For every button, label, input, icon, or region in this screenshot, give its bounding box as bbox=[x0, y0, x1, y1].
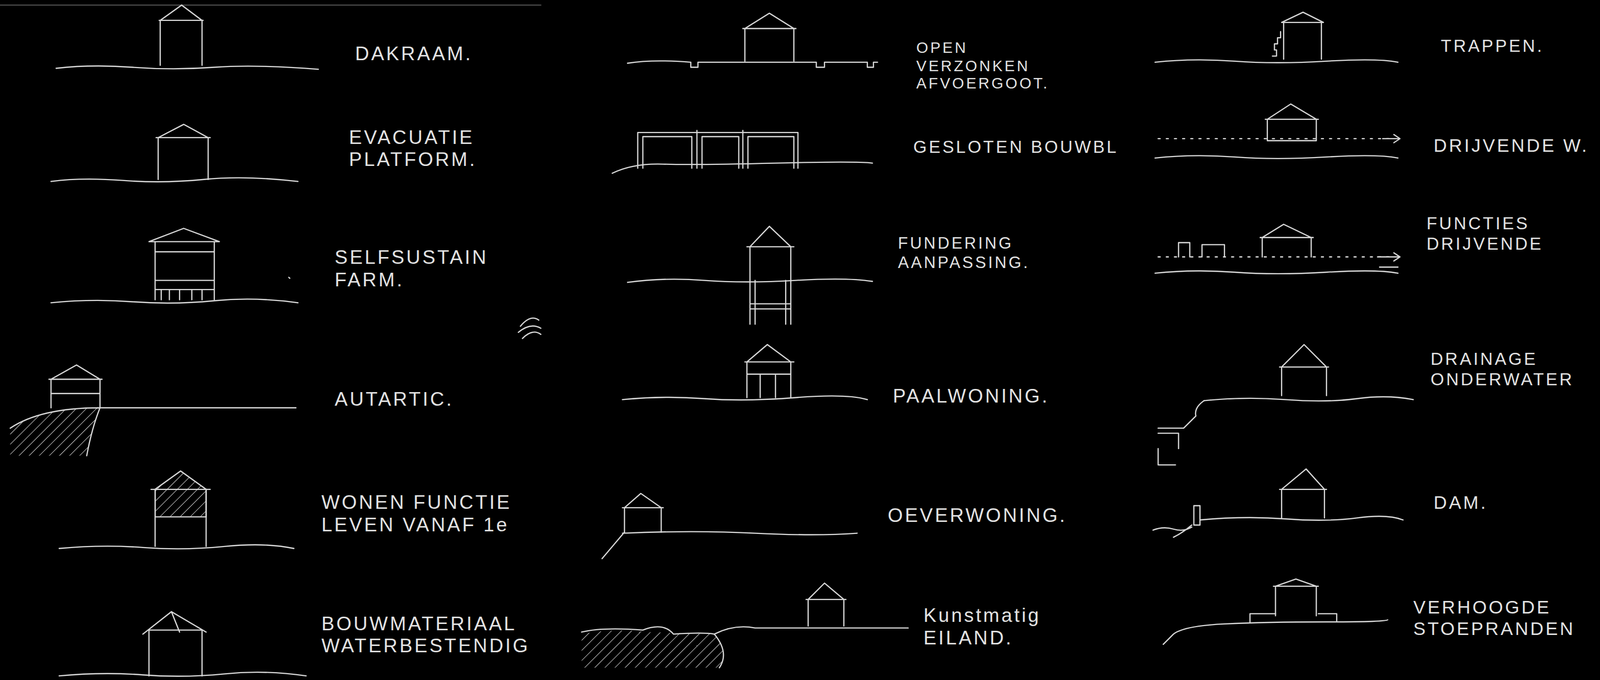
functies-sketch bbox=[1154, 224, 1400, 274]
drainage-sketch bbox=[1157, 344, 1414, 466]
dam-sketch bbox=[1153, 469, 1404, 538]
bouwmateriaal-sketch bbox=[59, 612, 306, 677]
eiland-sketch bbox=[581, 583, 909, 669]
dakraam-sketch bbox=[56, 5, 319, 70]
sketch-label: DRIJVENDE W. bbox=[1433, 135, 1589, 158]
sketch-label: OEVERWONING. bbox=[887, 504, 1067, 528]
sketch-label: DAM. bbox=[1433, 492, 1488, 515]
sheet-edge bbox=[0, 4, 542, 6]
sketch-label: EVACUATIE PLATFORM. bbox=[348, 126, 502, 172]
bouwblok-sketch bbox=[612, 130, 873, 174]
sketch-label: VERHOOGDE STOEPRANDEN bbox=[1413, 597, 1587, 642]
sketch-label: SELFSUSTAIN FARM. bbox=[334, 246, 517, 293]
sketch-label: FUNDERING AANPASSING. bbox=[898, 234, 1040, 274]
sketch-label: PAALWONING. bbox=[892, 385, 1050, 409]
sketch-label: AUTARTIC. bbox=[334, 388, 454, 412]
fundering-sketch bbox=[627, 226, 873, 325]
drijvende-sketch bbox=[1154, 104, 1400, 159]
scribble bbox=[518, 318, 542, 339]
trappen-sketch bbox=[1154, 12, 1398, 63]
sketch-label: DAKRAAM. bbox=[355, 42, 473, 66]
autartic-sketch bbox=[9, 365, 296, 456]
sketch-label: DRAINAGE ONDERWATER bbox=[1430, 349, 1584, 391]
sketch-label: FUNCTIES DRIJVENDE bbox=[1426, 214, 1565, 256]
farm-sketch bbox=[50, 228, 298, 304]
sketch-label: OPEN VERZONKEN AFVOERGOOT. bbox=[916, 38, 1088, 93]
sketch-label: TRAPPEN. bbox=[1440, 36, 1544, 58]
sketch-label: BOUWMATERIAAL WATERBESTENDIG bbox=[321, 612, 536, 659]
sketch-label: GESLOTEN BOUWBL bbox=[913, 137, 1119, 159]
paalwoning-sketch bbox=[622, 344, 868, 401]
sketch-label: Kunstmatig EILAND. bbox=[923, 604, 1056, 651]
evacuatie-sketch bbox=[50, 124, 298, 183]
stoeprand-sketch bbox=[1163, 579, 1388, 645]
oeverwoning-sketch bbox=[601, 493, 857, 560]
afvoergoot-sketch bbox=[627, 13, 878, 68]
sketch-label: WONEN FUNCTIE LEVEN VANAF 1e bbox=[321, 491, 531, 538]
wonen-sketch bbox=[59, 471, 294, 550]
